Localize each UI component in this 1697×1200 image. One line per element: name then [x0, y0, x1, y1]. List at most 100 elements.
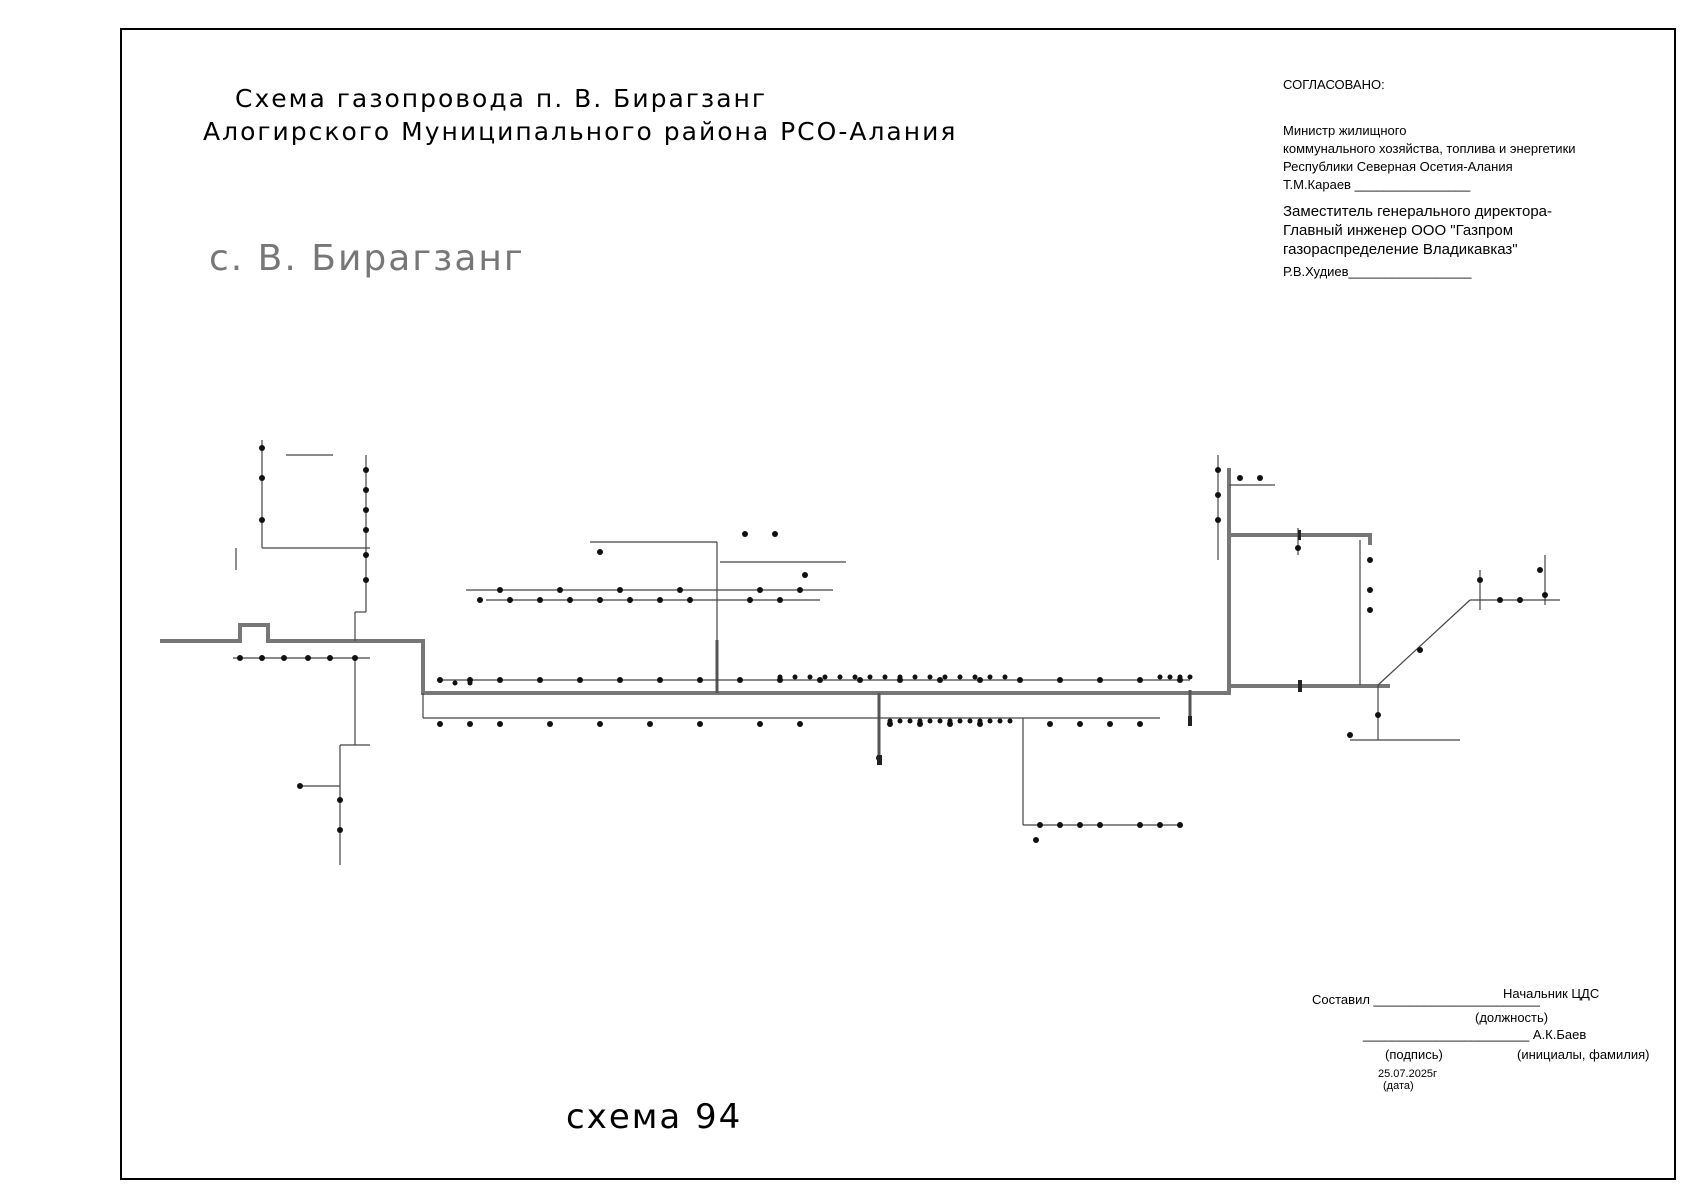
consumer-marker [617, 587, 623, 593]
consumer-marker [677, 587, 683, 593]
village-label: с. В. Бирагзанг [209, 238, 525, 279]
consumer-marker [567, 597, 573, 603]
consumer-marker [363, 577, 369, 583]
valve-symbol [877, 755, 882, 765]
consumer-marker [507, 597, 513, 603]
consumer-marker [797, 721, 803, 727]
consumer-markers [237, 445, 1548, 843]
consumer-marker [1157, 822, 1163, 828]
consumer-marker [437, 721, 443, 727]
consumer-marker [1215, 517, 1221, 523]
drawing-frame [120, 28, 1676, 1180]
consumer-marker [337, 827, 343, 833]
consumer-marker [1517, 597, 1523, 603]
valve-symbol [1298, 680, 1302, 692]
consumer-marker [1367, 607, 1373, 613]
consumer-marker [597, 597, 603, 603]
consumer-marker [1477, 577, 1483, 583]
minister-title-2: коммунального хозяйства, топлива и энерг… [1283, 141, 1576, 156]
deputy-title-1: Заместитель генерального директора- [1283, 203, 1552, 220]
valve-symbols [877, 530, 1302, 765]
deputy-title-2: Главный инженер ООО "Газпром [1283, 222, 1514, 239]
consumer-marker [802, 572, 808, 578]
consumer-marker [1375, 712, 1381, 718]
valve-symbol [1188, 716, 1192, 726]
consumer-marker [577, 677, 583, 683]
consumer-marker [597, 549, 603, 555]
consumer-marker [1215, 467, 1221, 473]
consumer-marker [1347, 732, 1353, 738]
main-pipeline [160, 468, 1390, 695]
consumer-marker [647, 721, 653, 727]
main-pipeline-dark [715, 640, 1192, 758]
consumer-marker [1177, 822, 1183, 828]
consumer-marker [1417, 647, 1423, 653]
consumer-marker [1137, 721, 1143, 727]
consumer-marker [1542, 592, 1548, 598]
consumer-marker [742, 531, 748, 537]
consumer-marker [1097, 822, 1103, 828]
consumer-marker [1033, 837, 1039, 843]
position-caption: (должность) [1475, 1010, 1549, 1025]
consumer-marker [1497, 597, 1503, 603]
approval-heading: СОГЛАСОВАНО: [1283, 77, 1385, 92]
consumer-marker [363, 552, 369, 558]
consumer-marker [857, 677, 863, 683]
consumer-marker [281, 655, 287, 661]
consumer-marker [1077, 721, 1083, 727]
consumer-marker [259, 475, 265, 481]
consumer-marker [977, 677, 983, 683]
consumer-marker [237, 655, 243, 661]
consumer-marker [1057, 677, 1063, 683]
consumer-marker [259, 655, 265, 661]
scheme-number: схема 94 [566, 1097, 743, 1137]
name-line: _______________________ А.К.Баев [1363, 1027, 1587, 1042]
consumer-marker [363, 467, 369, 473]
consumer-marker [1017, 677, 1023, 683]
consumer-marker [259, 517, 265, 523]
consumer-marker [259, 445, 265, 451]
consumer-marker [363, 487, 369, 493]
signature-caption: (подпись) [1385, 1047, 1443, 1062]
valve-symbol [1298, 530, 1301, 540]
consumer-marker [737, 677, 743, 683]
consumer-marker [617, 677, 623, 683]
consumer-marker [1237, 475, 1243, 481]
consumer-marker [305, 655, 311, 661]
consumer-marker [363, 527, 369, 533]
consumer-marker [1057, 822, 1063, 828]
consumer-marker [327, 655, 333, 661]
deputy-signature: Р.В.Худиев_________________ [1283, 264, 1472, 279]
compiled-label: Составил _______________________ [1312, 992, 1540, 1007]
consumer-marker [657, 597, 663, 603]
consumer-marker [1257, 475, 1263, 481]
consumer-marker [352, 655, 358, 661]
consumer-marker [537, 677, 543, 683]
consumer-marker [797, 587, 803, 593]
consumer-marker [627, 597, 633, 603]
consumer-marker [1037, 822, 1043, 828]
title-line-1: Схема газопровода п. В. Бирагзанг [235, 84, 767, 113]
consumer-marker [777, 597, 783, 603]
consumer-marker [1295, 545, 1301, 551]
consumer-marker [697, 677, 703, 683]
consumer-marker [757, 587, 763, 593]
consumer-marker [757, 721, 763, 727]
consumer-marker [497, 677, 503, 683]
consumer-marker [297, 783, 303, 789]
consumer-marker [537, 597, 543, 603]
consumer-marker [1137, 677, 1143, 683]
consumer-marker [1097, 677, 1103, 683]
consumer-marker [657, 677, 663, 683]
consumer-marker [817, 677, 823, 683]
consumer-marker [1537, 567, 1543, 573]
consumer-marker [363, 507, 369, 513]
approval-block: СОГЛАСОВАНО: Министр жилищного коммуналь… [1283, 76, 1673, 281]
consumer-marker [772, 531, 778, 537]
consumer-marker [1367, 557, 1373, 563]
consumer-marker [1367, 587, 1373, 593]
deputy-title-3: газораспределение Владикавказ" [1283, 241, 1518, 258]
position-value: Начальник ЦДС [1503, 986, 1600, 1001]
name-caption: (инициалы, фамилия) [1517, 1047, 1650, 1062]
